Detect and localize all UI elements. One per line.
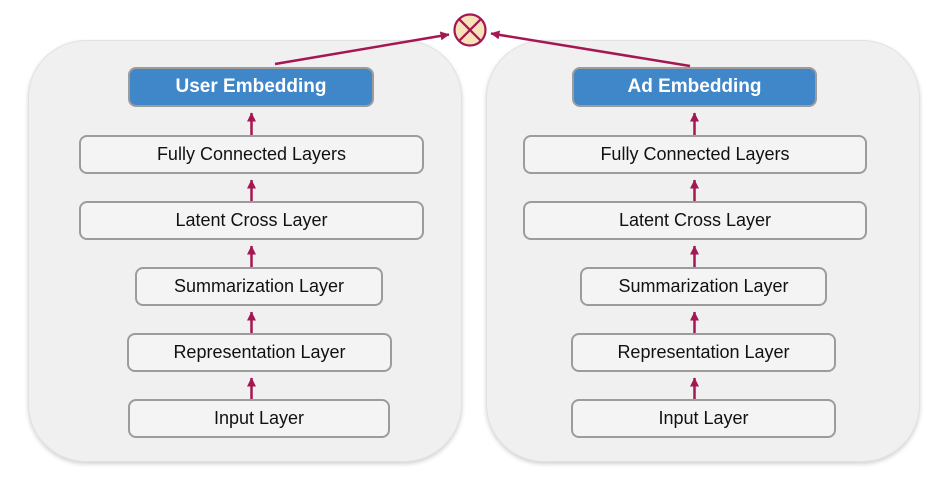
ad-summarization-layer-box: Summarization Layer [580,267,827,306]
user-fully-connected-layers-box: Fully Connected Layers [79,135,424,174]
ad-embedding-box: Ad Embedding [572,67,817,107]
user-summarization-layer-box: Summarization Layer [135,267,383,306]
node-circle [453,13,487,47]
node-cross-line-1 [458,18,482,42]
user-embedding-box: User Embedding [128,67,374,107]
user-representation-layer-box: Representation Layer [127,333,392,372]
ad-input-layer-box: Input Layer [571,399,836,438]
user-input-layer-box: Input Layer [128,399,390,438]
ad-representation-layer-box: Representation Layer [571,333,836,372]
ad-tower-panel [486,40,920,462]
circled-cross-product-icon [453,13,487,47]
user-tower-panel [28,40,462,462]
node-cross-line-2 [458,18,482,42]
ad-fully-connected-layers-box: Fully Connected Layers [523,135,867,174]
ad-latent-cross-layer-box: Latent Cross Layer [523,201,867,240]
user-latent-cross-layer-box: Latent Cross Layer [79,201,424,240]
